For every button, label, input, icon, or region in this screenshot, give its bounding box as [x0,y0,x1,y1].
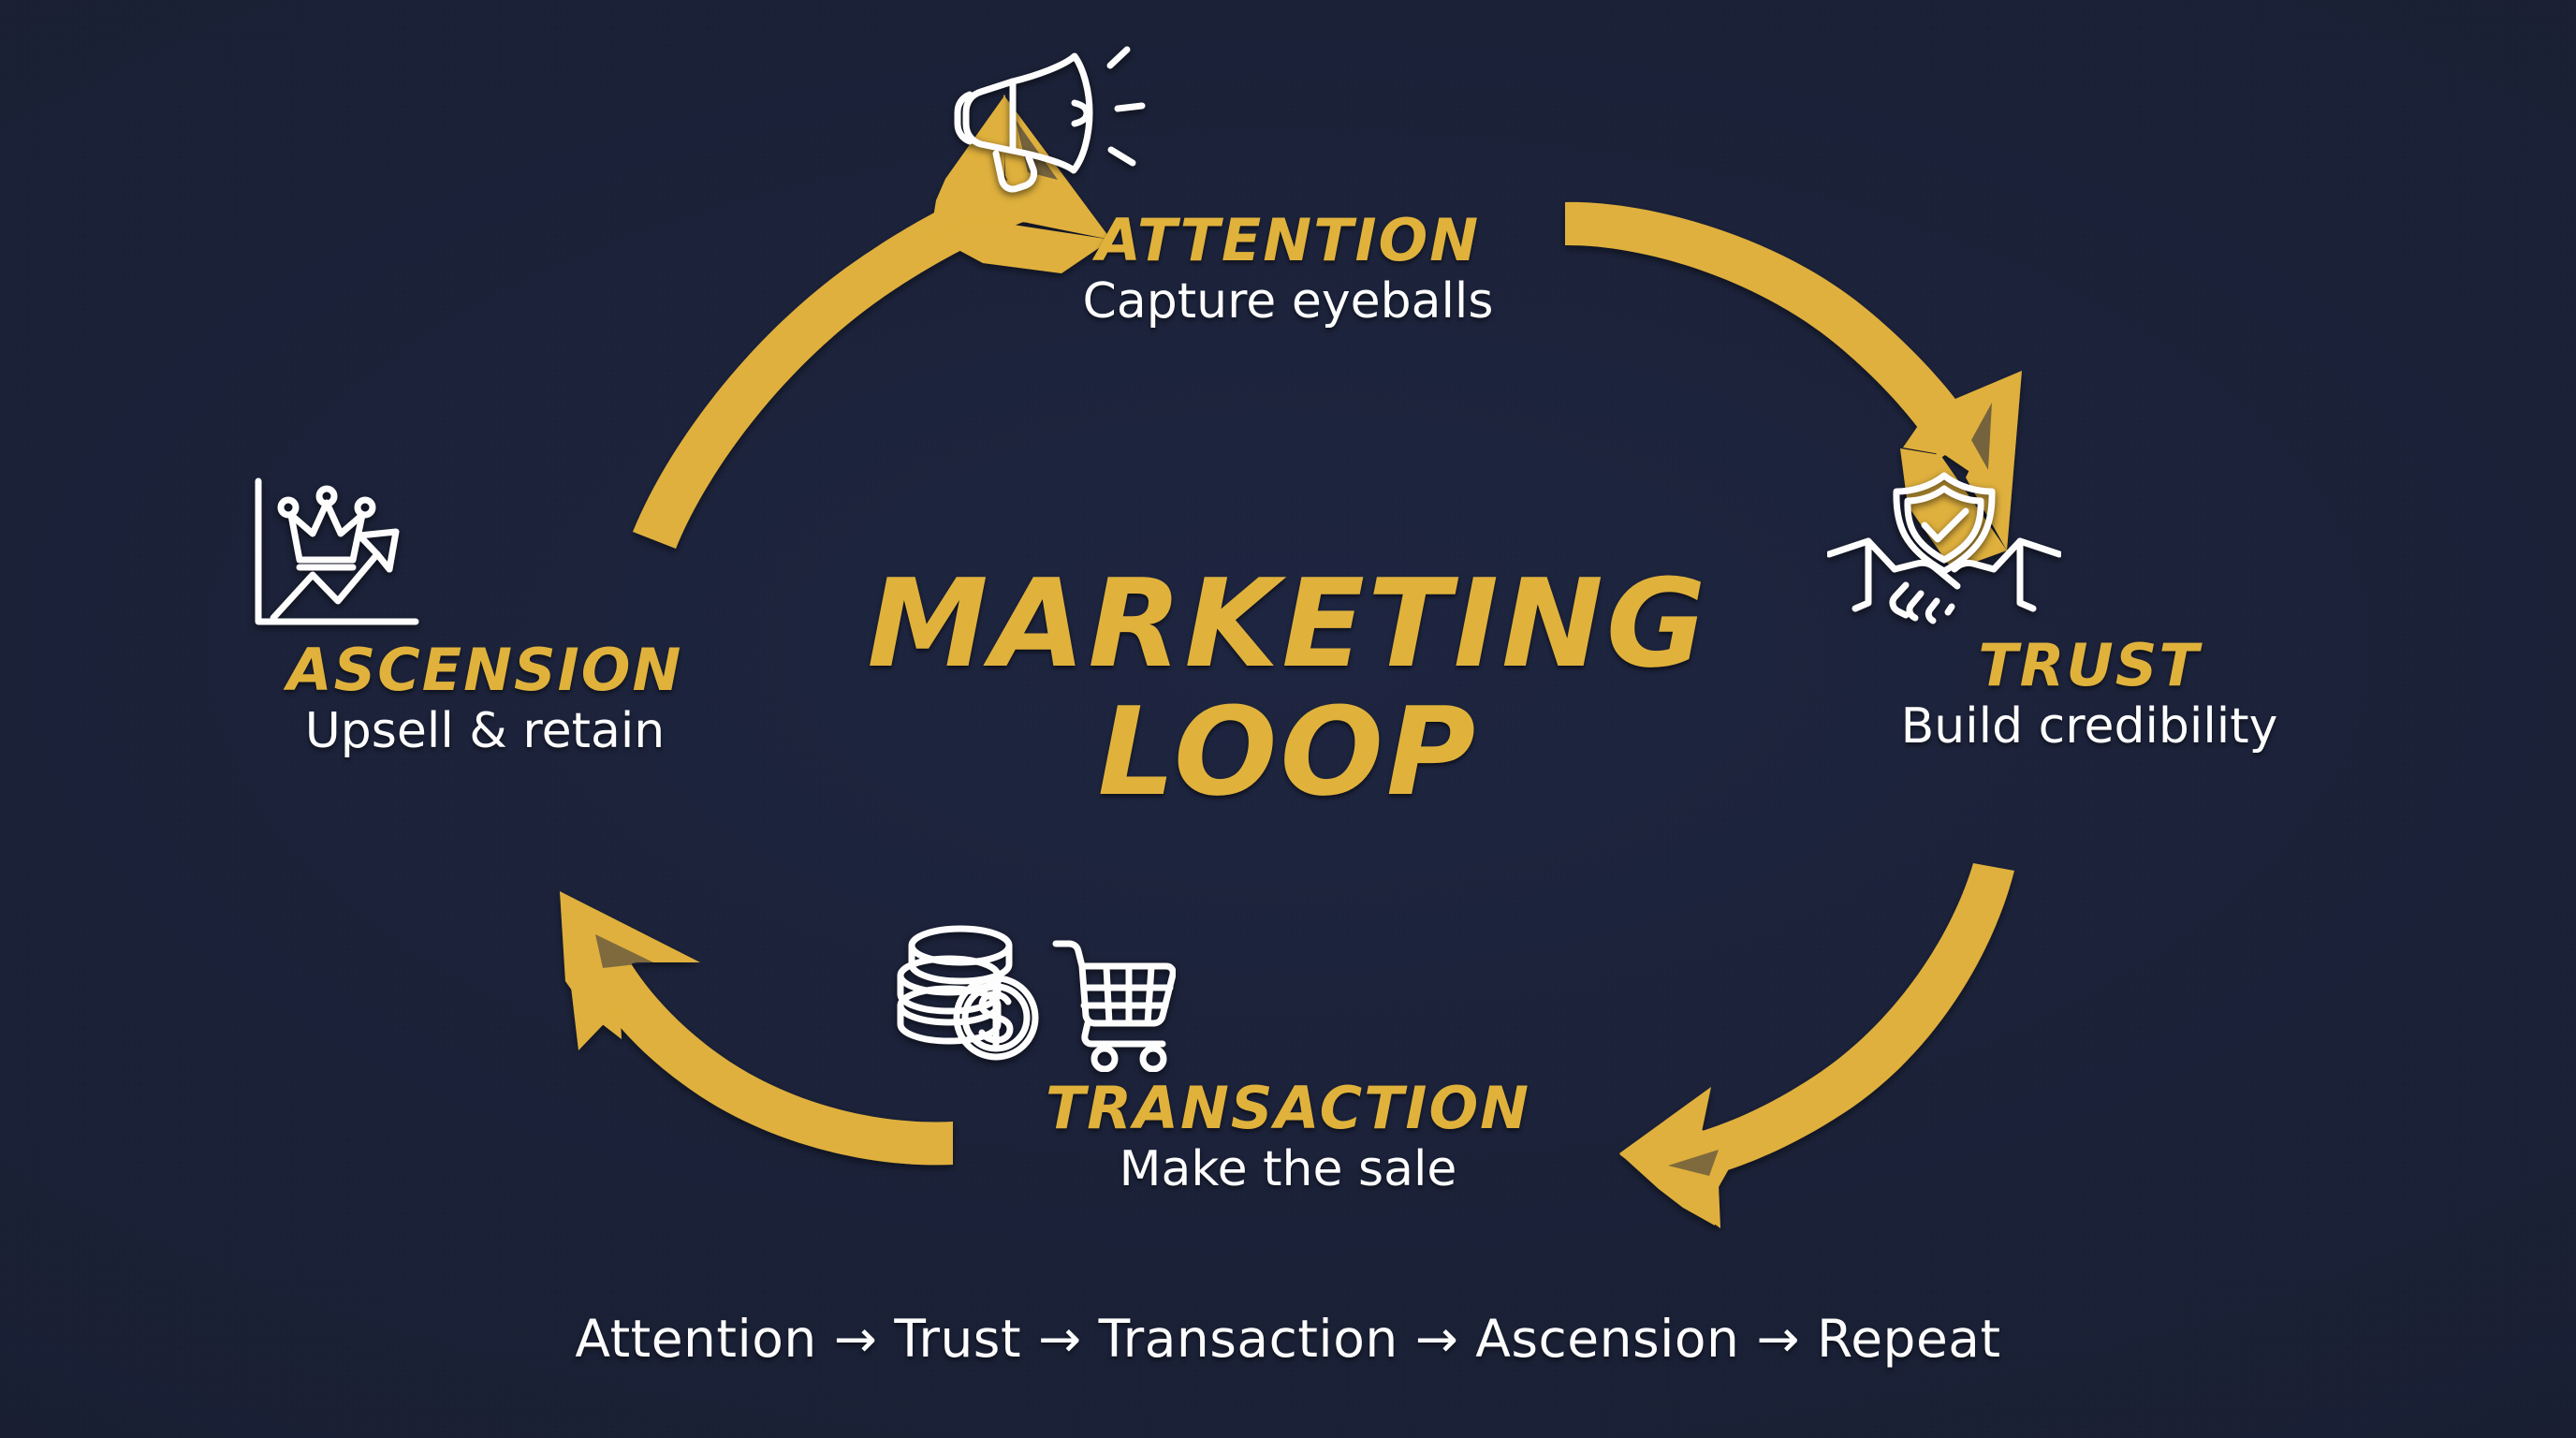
node-transaction-subtitle: Make the sale [1119,1140,1457,1197]
node-ascension-subtitle: Upsell & retain [304,702,666,759]
arrow-trust-to-transaction [1619,863,2014,1228]
node-trust[interactable]: TRUST Build credibility [1827,466,2351,754]
node-attention[interactable]: ATTENTION Capture eyeballs [932,37,1644,329]
node-ascension[interactable]: ASCENSION Upsell & retain [223,459,747,758]
node-transaction[interactable]: TRANSACTION Make the sale [886,917,1690,1196]
crown-growth-chart-icon [223,459,747,632]
center-title-line-2: LOOP [1097,680,1479,823]
arrow-transaction-to-ascension [560,891,953,1166]
center-title: MARKETING LOOP [820,560,1756,815]
node-trust-subtitle: Build credibility [1900,697,2278,755]
node-attention-title: ATTENTION [1095,206,1481,274]
center-title-line-1: MARKETING [867,552,1709,695]
handshake-shield-icon [1827,466,2351,625]
megaphone-icon [932,37,1644,197]
loop-sequence-caption: Attention → Trust → Transaction → Ascens… [575,1309,2001,1369]
node-transaction-title: TRANSACTION [1045,1074,1531,1142]
node-ascension-title: ASCENSION [286,636,683,704]
node-trust-title: TRUST [1978,631,2201,699]
node-attention-subtitle: Capture eyeballs [1082,272,1494,330]
coins-cart-icon [886,917,1690,1072]
arrow-ascension-to-attention [633,95,1111,549]
